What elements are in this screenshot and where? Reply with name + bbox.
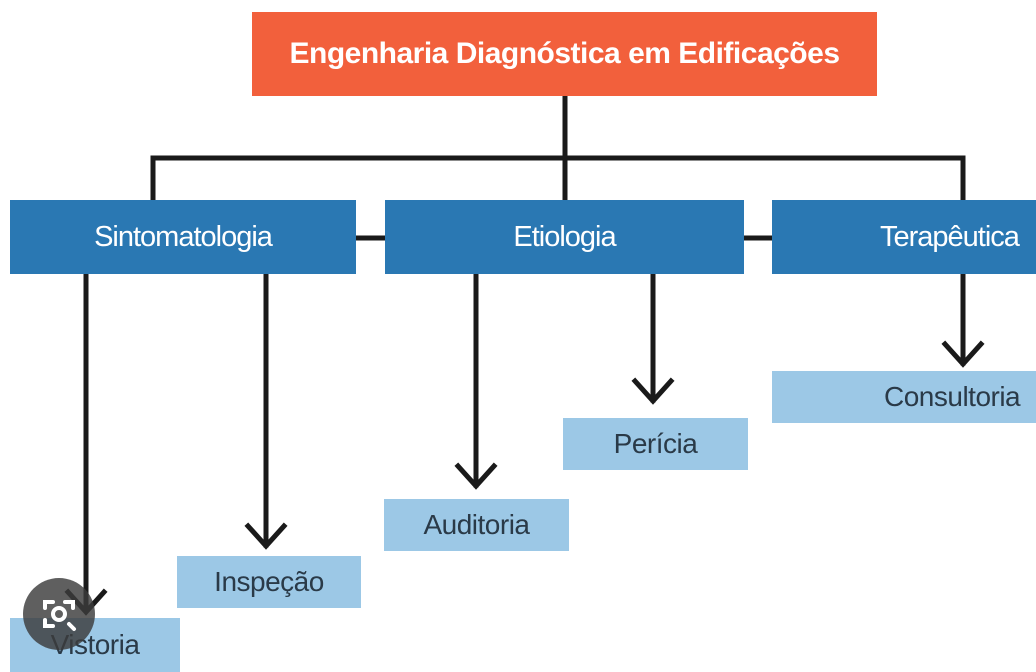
leaf-label: Inspeção xyxy=(214,566,324,597)
leaf-pericia: Perícia xyxy=(563,418,748,470)
category-sintomatologia: Sintomatologia xyxy=(10,200,356,274)
category-terapeutica: Terapêutica xyxy=(772,200,1036,274)
visual-search-lens-icon[interactable] xyxy=(23,578,95,650)
category-label: Sintomatologia xyxy=(94,220,273,253)
category-label: Terapêutica xyxy=(880,220,1020,253)
leaf-auditoria: Auditoria xyxy=(384,499,569,551)
root-label: Engenharia Diagnóstica em Edificações xyxy=(289,37,840,70)
leaf-label: Consultoria xyxy=(884,381,1021,412)
category-etiologia: Etiologia xyxy=(385,200,744,274)
leaf-label: Auditoria xyxy=(423,509,530,540)
leaf-inspecao: Inspeção xyxy=(177,556,361,608)
leaf-label: Perícia xyxy=(613,428,698,459)
root-node: Engenharia Diagnóstica em Edificações xyxy=(252,12,877,96)
leaf-consultoria: Consultoria xyxy=(772,371,1036,423)
category-label: Etiologia xyxy=(513,220,616,253)
